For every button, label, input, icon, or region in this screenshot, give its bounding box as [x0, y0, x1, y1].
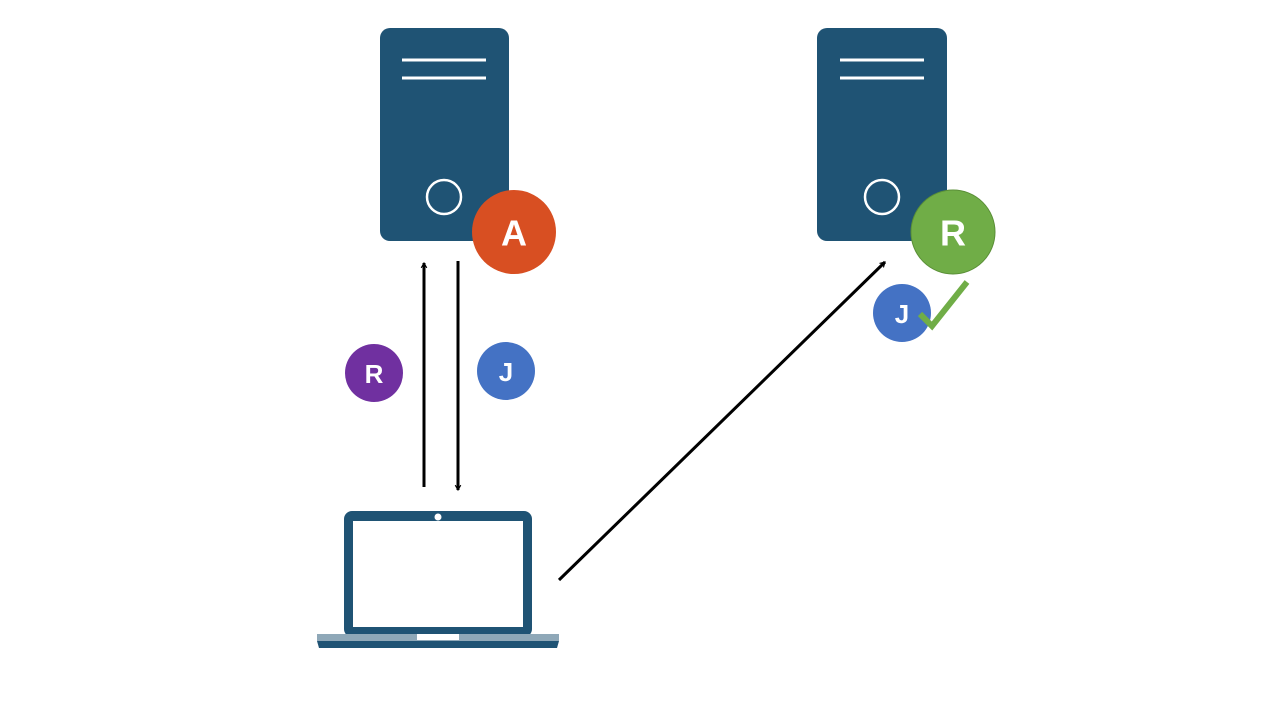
r-token-circle — [345, 344, 403, 402]
j-token: J — [477, 342, 535, 400]
server-right — [817, 28, 947, 241]
verified-token: J — [873, 280, 970, 342]
arrow-laptop-to-server-right — [557, 260, 887, 582]
r-token-label: R — [365, 359, 384, 389]
laptop-camera — [434, 513, 442, 521]
server-left-badge: A — [472, 190, 556, 274]
j-token-label: J — [499, 357, 513, 387]
badge-r-circle — [910, 189, 996, 275]
server-icon — [380, 28, 509, 241]
j-token-label: J — [895, 299, 909, 329]
j-token-circle — [477, 342, 535, 400]
server-power-button — [863, 178, 901, 216]
laptop-screen — [353, 521, 523, 627]
badge-r-label: R — [940, 213, 966, 254]
r-token: R — [345, 344, 403, 402]
server-left — [380, 28, 509, 241]
laptop-icon — [317, 511, 559, 648]
badge-a-label: A — [501, 213, 527, 254]
laptop-trackpad-notch — [417, 634, 459, 640]
badge-a-circle — [472, 190, 556, 274]
server-right-badge: R — [910, 189, 996, 275]
j-token-circle — [873, 284, 931, 342]
server-power-button — [425, 178, 463, 216]
server-icon — [817, 28, 947, 241]
checkmark-icon — [917, 280, 970, 331]
laptop-base-bottom — [317, 641, 559, 648]
